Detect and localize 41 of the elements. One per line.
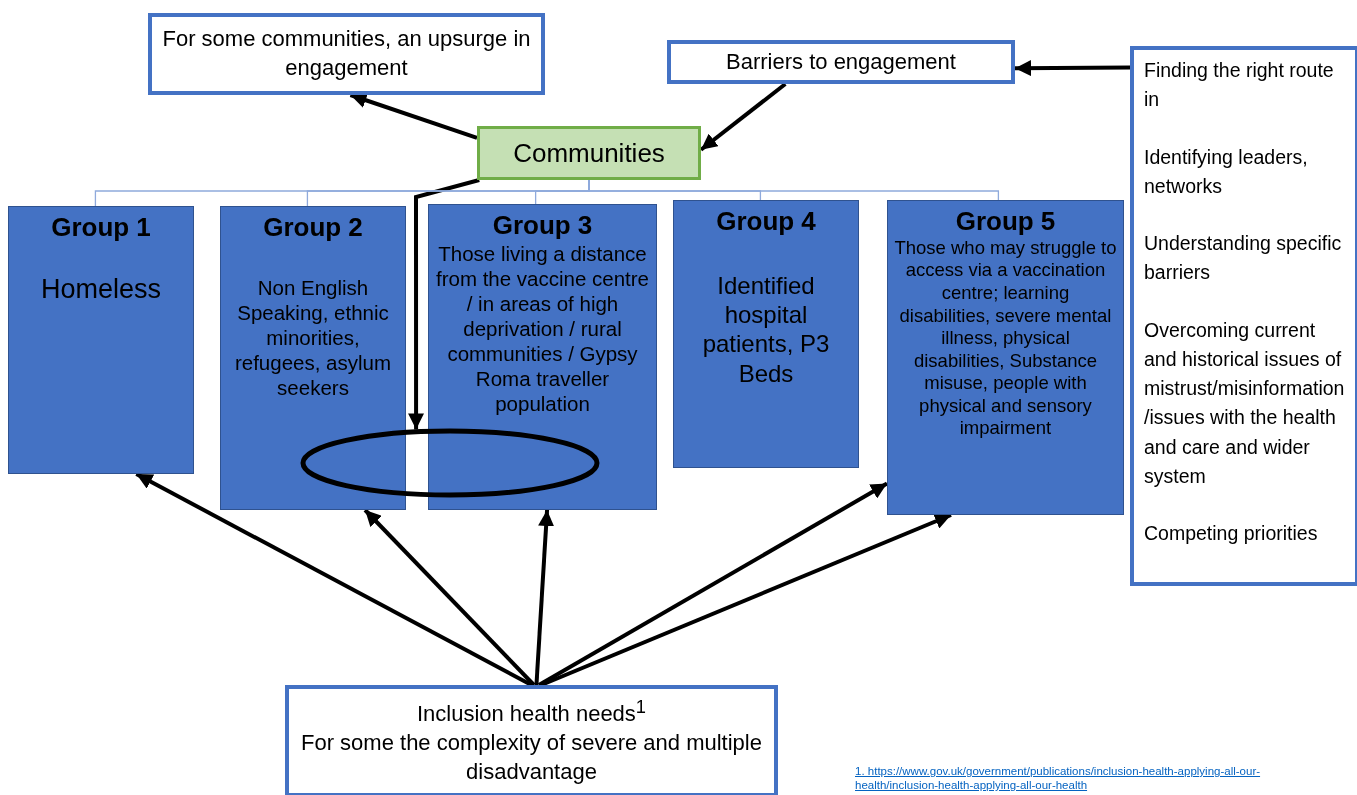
box-text: For some communities, an upsurge in engagement xyxy=(162,25,531,82)
arrow xyxy=(408,178,480,430)
box-text: Inclusion health needs$^{1}$ xyxy=(416,695,647,729)
list-item: Identifying leaders, networks xyxy=(1144,144,1309,199)
group-box xyxy=(673,200,859,468)
box-text: For some the complexity of severe and multiple disadvantage xyxy=(300,729,763,786)
ellipse-outline xyxy=(300,428,600,498)
text-box xyxy=(285,685,778,795)
arrow xyxy=(537,481,888,687)
category-box xyxy=(477,126,701,180)
footnote: 1. https://www.gov.uk/government/publications/inclusion-health-applying-all-our-health/inclusion-health-applying-all-our-health xyxy=(855,764,1262,793)
text-box xyxy=(1130,46,1357,586)
group-title: Group 1 xyxy=(51,213,151,243)
group-box xyxy=(887,200,1124,515)
arrow xyxy=(699,82,787,152)
arrow xyxy=(534,509,555,686)
category-label: Communities xyxy=(513,137,665,169)
arrow xyxy=(135,472,533,687)
group-description: Non English Speaking, ethnic minorities, refugees, asylum seekers xyxy=(233,274,393,400)
group-description: Homeless xyxy=(40,272,161,306)
group-title: Group 5 xyxy=(955,207,1056,237)
box-text: Barriers to engagement xyxy=(726,47,956,76)
text-box xyxy=(667,40,1015,84)
group-title: Group 2 xyxy=(263,213,363,243)
group-box xyxy=(220,206,406,510)
text-box xyxy=(148,13,545,95)
group-title: Group 3 xyxy=(492,211,593,241)
list-item: Overcoming current and historical issues of mistrust/misinformation/issues with the health and care and wider system xyxy=(1144,317,1345,489)
list-item: Competing priorities xyxy=(1144,521,1318,546)
group-description: Those who may struggle to access via a vaccination centre; learning disabilities, severe mental illness, physical disabilities, Substance misuse, people with physical and sensory impairment xyxy=(894,236,1117,440)
group-description: Identified hospital patients, P3 Beds xyxy=(701,270,831,388)
list-item: Finding the right route in xyxy=(1144,58,1335,113)
group-box xyxy=(428,204,657,510)
arrow xyxy=(540,513,952,687)
group-box xyxy=(8,206,194,474)
group-description: Those living a distance from the vaccine centre / in areas of high deprivation / rural communities / Gypsy Roma traveller population xyxy=(435,240,650,416)
group-title: Group 4 xyxy=(716,207,816,237)
arrow xyxy=(1015,60,1130,77)
arrow xyxy=(363,508,536,687)
arrow xyxy=(349,92,478,140)
list-item: Understanding specific barriers xyxy=(1144,231,1343,286)
